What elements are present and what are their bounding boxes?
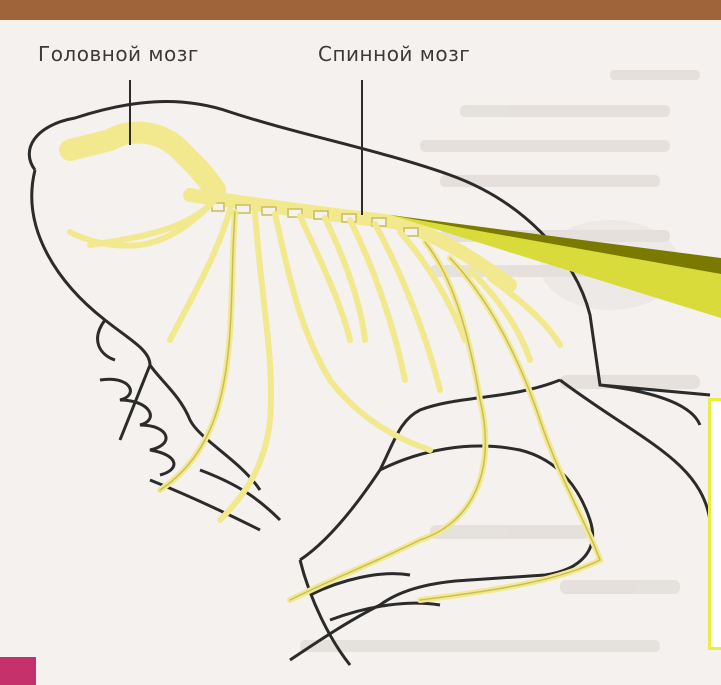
callout-box [708, 398, 721, 650]
corner-mark [0, 657, 36, 685]
frog-outline [29, 102, 710, 560]
nerves [70, 200, 600, 600]
label-spinal-cord: Спинной мозг [318, 42, 470, 66]
label-brain: Головной мозг [38, 42, 199, 66]
brain-shape [70, 133, 215, 190]
hind-leg-outline [290, 380, 710, 665]
